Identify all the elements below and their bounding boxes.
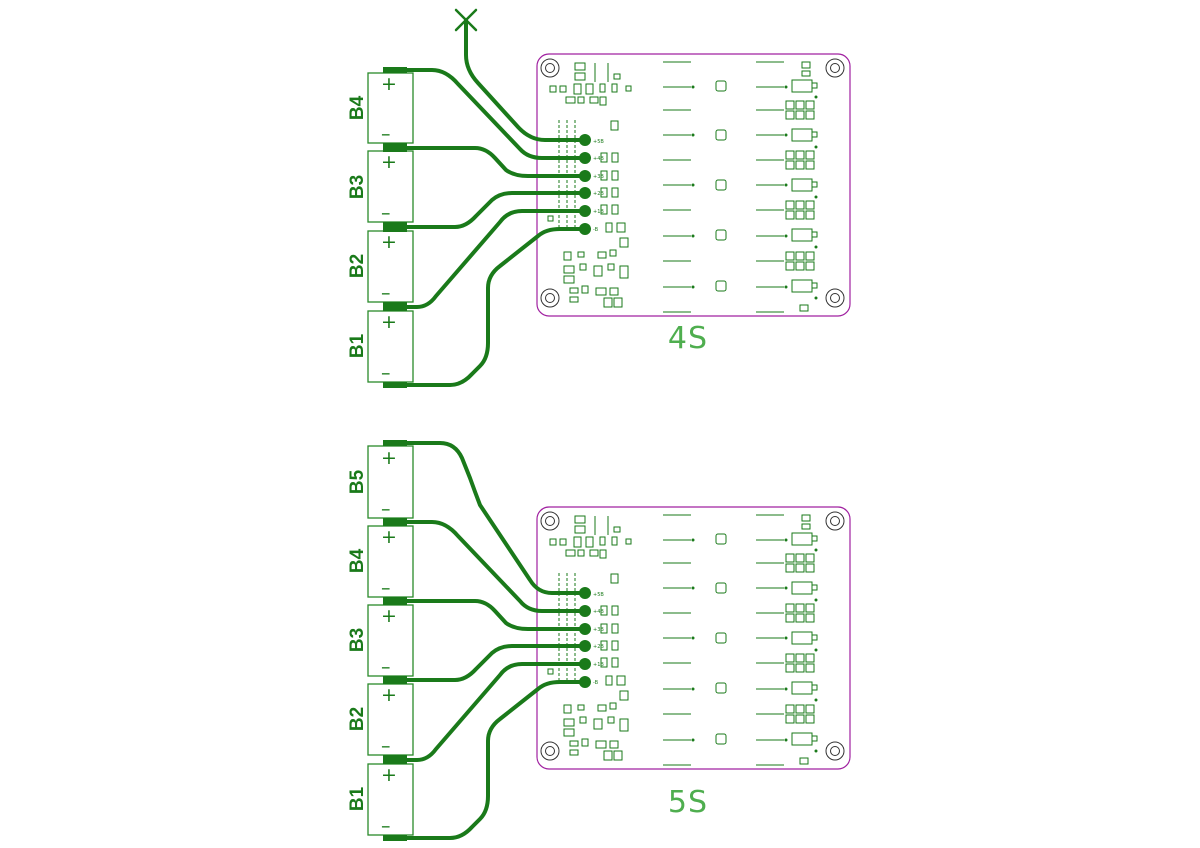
- pad-label: +3B: [593, 174, 604, 180]
- diagram-5s: +5B +4B +3B +2B +1B -B + – + – +: [347, 440, 851, 841]
- battery-b4: [367, 72, 414, 144]
- battery-label: B3: [347, 628, 368, 652]
- mounting-hole: [540, 511, 845, 761]
- board-components: [547, 514, 818, 766]
- minus-sign: –: [381, 282, 391, 304]
- pad-label: +4B: [593, 609, 604, 615]
- pad-label: +3B: [593, 627, 604, 633]
- plus-sign: +: [381, 151, 397, 173]
- minus-sign: –: [381, 498, 391, 520]
- plus-sign: +: [381, 73, 397, 95]
- plus-sign: +: [381, 447, 397, 469]
- plus-sign: +: [381, 311, 397, 333]
- unused-lead-x-icon: [454, 8, 478, 32]
- minus-sign: –: [381, 815, 391, 837]
- polarity-marks: + – + – + – + –: [381, 73, 397, 384]
- pad-label: +2B: [593, 644, 604, 650]
- battery-label: B4: [347, 95, 368, 120]
- diagram-4s: +5B +4B +3B +2B +1B -B + – + – +: [347, 8, 851, 388]
- balance-wires: [405, 441, 587, 840]
- diagram-title: 5S: [668, 785, 708, 820]
- pad-label: -B: [593, 227, 599, 233]
- battery-cells: [367, 72, 414, 383]
- battery-label: B2: [347, 707, 368, 731]
- pad-label: +2B: [593, 191, 604, 197]
- battery-label: B3: [347, 175, 368, 199]
- pin-dots: [691, 538, 818, 753]
- minus-sign: –: [381, 202, 391, 224]
- battery-b5: [367, 445, 414, 519]
- battery-b3: [367, 604, 414, 677]
- battery-label: B1: [347, 786, 368, 811]
- plus-sign: +: [381, 764, 397, 786]
- board-components: [547, 61, 818, 313]
- balance-wires: [405, 18, 587, 387]
- battery-label: B1: [347, 333, 368, 358]
- solder-pads: [579, 134, 591, 235]
- pad-label: +5B: [593, 139, 604, 145]
- pad-label: +5B: [593, 592, 604, 598]
- plus-sign: +: [381, 684, 397, 706]
- mounting-hole: [540, 58, 845, 308]
- pad-label: +1B: [593, 662, 604, 668]
- plus-sign: +: [381, 605, 397, 627]
- battery-b1: [367, 310, 414, 383]
- battery-b2: [367, 230, 414, 303]
- battery-terminals: [383, 440, 407, 841]
- minus-sign: –: [381, 656, 391, 678]
- pad-labels: +5B +4B +3B +2B +1B -B: [593, 139, 604, 233]
- diagram-title: 4S: [668, 321, 708, 356]
- pin-dots: [691, 85, 818, 300]
- pad-label: -B: [593, 680, 599, 686]
- plus-sign: +: [381, 231, 397, 253]
- battery-b3: [367, 150, 414, 223]
- plus-sign: +: [381, 526, 397, 548]
- minus-sign: –: [381, 362, 391, 384]
- minus-sign: –: [381, 123, 391, 145]
- pad-label: +4B: [593, 156, 604, 162]
- battery-label: B2: [347, 254, 368, 278]
- solder-pads: [579, 587, 591, 688]
- minus-sign: –: [381, 577, 391, 599]
- pad-labels: +5B +4B +3B +2B +1B -B: [593, 592, 604, 686]
- battery-label: B4: [347, 548, 368, 573]
- polarity-marks: + – + – + – + – + –: [381, 447, 397, 837]
- battery-terminals: [383, 67, 407, 388]
- minus-sign: –: [381, 735, 391, 757]
- pcb-board-outline: [536, 53, 851, 317]
- battery-label: B5: [347, 469, 368, 494]
- pad-label: +1B: [593, 209, 604, 215]
- pcb-board-outline: [536, 506, 851, 770]
